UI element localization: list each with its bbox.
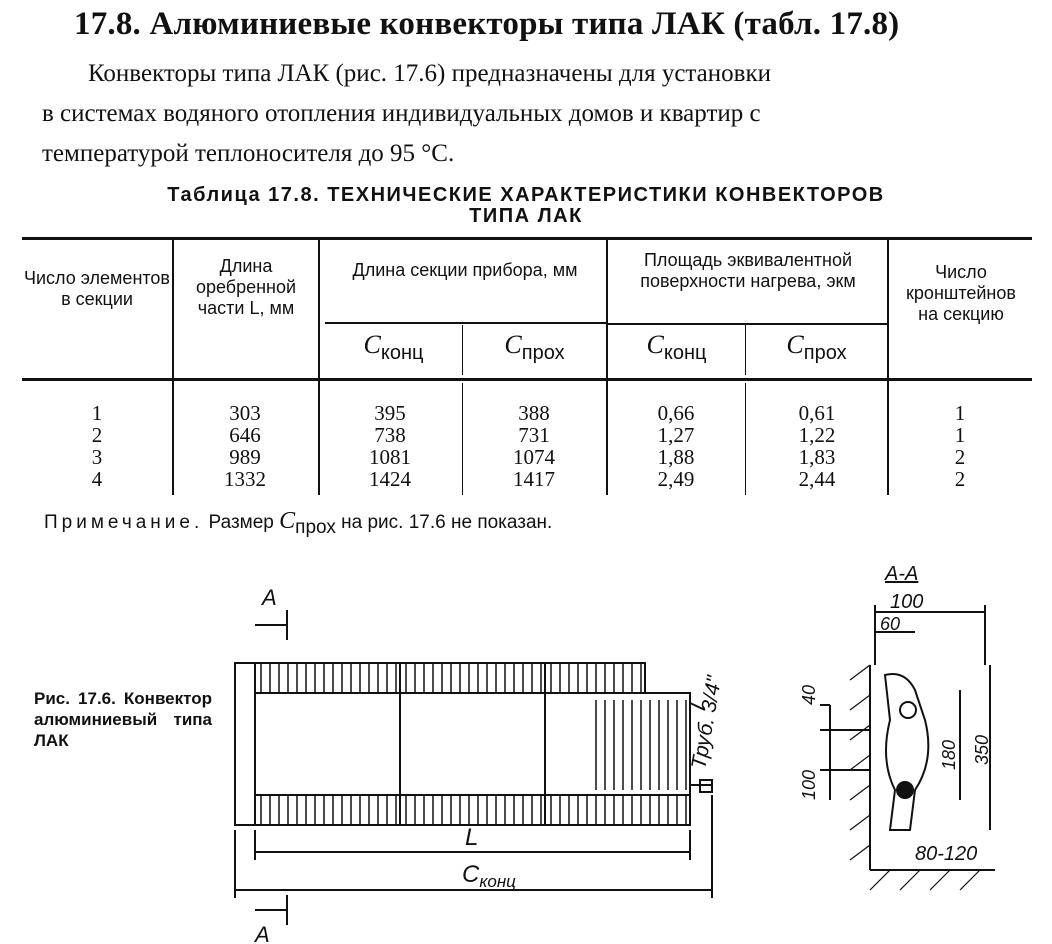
paragraph-line: в системах водяного отопления индивидуал… xyxy=(42,100,761,127)
table-cell: 1,22 xyxy=(798,423,836,447)
table-cell: 1 xyxy=(954,423,966,447)
table-cell: 2 xyxy=(91,423,103,447)
table-cell: 1081 xyxy=(369,445,411,469)
paragraph-line: температурой теплоносителя до 95 °С. xyxy=(42,140,455,167)
table-cell: 1,27 xyxy=(657,423,695,447)
header-c-proh-area: Cпрох xyxy=(786,330,847,365)
table-cell: 1074 xyxy=(513,445,555,469)
table-cell: 2,44 xyxy=(798,467,836,491)
dim-L: L xyxy=(465,824,478,851)
table-cell: 1417 xyxy=(513,467,555,491)
table-cell: 395 xyxy=(374,401,406,425)
dim-60: 60 xyxy=(880,614,900,634)
paragraph-line: Конвекторы типа ЛАК (рис. 17.6) предназн… xyxy=(88,60,771,87)
dim-40: 40 xyxy=(799,685,819,705)
table-note: Примечание. Размер Cпрох на рис. 17.6 не… xyxy=(44,508,553,538)
table-cell: 731 xyxy=(518,423,550,447)
pipe-label: Труб. 3/4" xyxy=(687,673,726,771)
header-c-konc: Cконц xyxy=(363,330,424,365)
table-cell: 2 xyxy=(954,467,966,491)
table-cell: 738 xyxy=(374,423,406,447)
header-c-proh: Cпрох xyxy=(504,330,565,365)
dim-350: 350 xyxy=(972,735,992,765)
table-cell: 1 xyxy=(91,401,103,425)
table-cell: 2,49 xyxy=(657,467,695,491)
table-cell: 3 xyxy=(91,445,103,469)
dim-100-side: 100 xyxy=(799,770,819,800)
header-section-length: Длина секции прибора, мм xyxy=(352,260,578,280)
dim-180: 180 xyxy=(939,740,959,770)
table-cell: 388 xyxy=(518,401,550,425)
table-cell: 303 xyxy=(229,401,261,425)
table-cell: 1,83 xyxy=(798,445,836,469)
header-fin-length: Длина оребренной части L, мм xyxy=(195,256,297,318)
table-cell: 0,66 xyxy=(657,401,695,425)
table-cell: 0,61 xyxy=(798,401,836,425)
table-cell: 989 xyxy=(229,445,261,469)
header-c-konc-area: Cконц xyxy=(646,330,707,365)
table-cell: 1,88 xyxy=(657,445,695,469)
table-cell: 1424 xyxy=(369,467,411,491)
dim-100-top: 100 xyxy=(890,591,923,613)
table-cell: 4 xyxy=(91,467,103,491)
table-cell: 1332 xyxy=(224,467,266,491)
figure-caption: Рис. 17.6. Конвектор алюминиевый типа ЛА… xyxy=(34,689,212,750)
header-elements: Число элементов в секции xyxy=(23,268,170,309)
table-cell: 2 xyxy=(954,445,966,469)
section-title: 17.8. Алюминиевые конвекторы типа ЛАК (т… xyxy=(74,6,900,42)
table-cell: 1 xyxy=(954,401,966,425)
section-mark-bottom: А xyxy=(253,922,270,944)
header-area: Площадь эквивалентной поверхности нагрев… xyxy=(640,250,856,291)
dim-c-konc: Cконц xyxy=(462,861,516,891)
table-cell: 646 xyxy=(229,423,261,447)
dim-80-120: 80-120 xyxy=(915,843,977,865)
table-caption-2: ТИПА ЛАК xyxy=(469,205,583,227)
header-brackets: Число кронштейнов на секцию xyxy=(906,262,1016,324)
table-caption: Таблица 17.8. ТЕХНИЧЕСКИЕ ХАРАКТЕРИСТИКИ… xyxy=(167,184,885,206)
section-mark-top: А xyxy=(260,585,277,610)
section-title-aa: А-А xyxy=(884,563,918,585)
